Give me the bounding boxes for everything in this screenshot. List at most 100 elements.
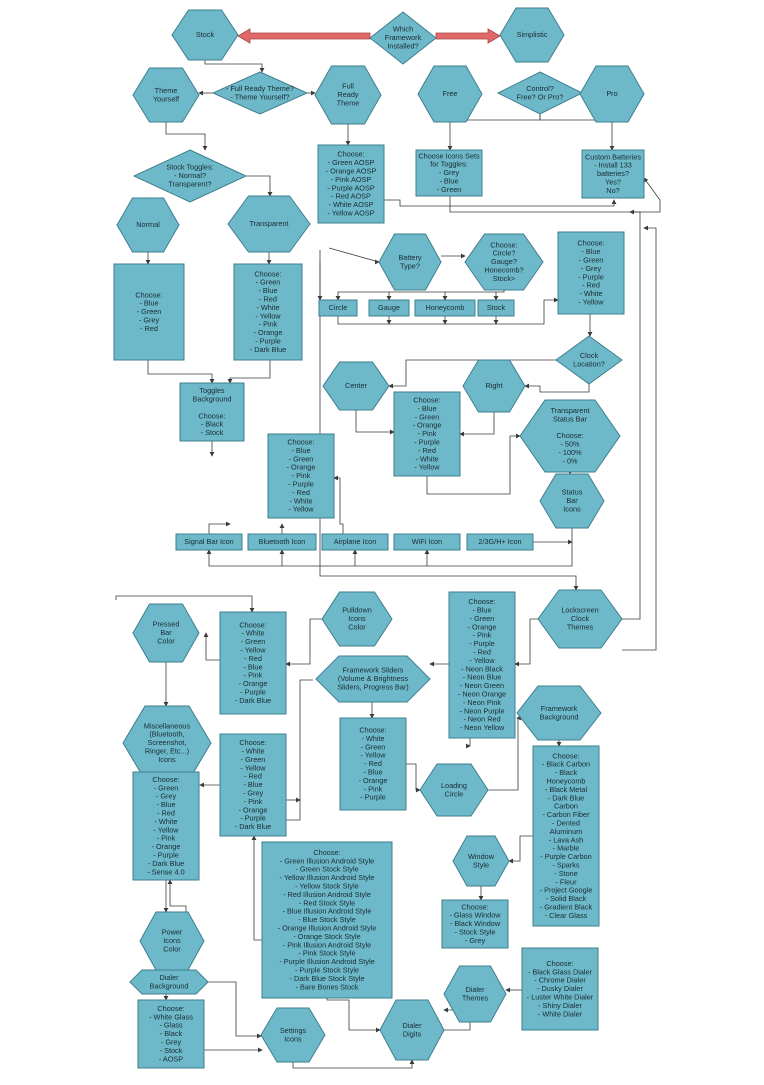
node-label-line: - Blue [439, 177, 458, 186]
node-label-line: Circle? [493, 249, 516, 258]
node-shape [557, 231, 625, 315]
node-dialer-list: Choose:- Black Glass Dialer- Chrome Dial… [521, 947, 599, 1031]
node-label-line: Gauge? [491, 257, 517, 266]
node-label-line: Yes? [605, 178, 621, 187]
framework-choice-arrow [435, 28, 501, 44]
node-label-line: - Yellow AOSP [327, 209, 374, 218]
node-label-line: - Install 133 [594, 161, 632, 170]
node-illusion-list: Choose:- Green Illusion Android Style- G… [261, 841, 393, 999]
node-label-line: - Grey [465, 936, 486, 945]
node-label-line: Signal Bar Icon [184, 537, 234, 546]
node-control-q: Control?Free? Or Pro? [496, 71, 584, 115]
node-label-line: - Red [259, 295, 277, 304]
node-shape [211, 71, 309, 115]
node-label-line: Icons [163, 936, 181, 945]
node-label-line: - White [241, 747, 264, 756]
node-label-line: - Shiny Dialer [538, 1001, 582, 1010]
node-label-line: - White [415, 454, 438, 463]
node-label-line: - Red [292, 488, 310, 497]
connector-29 [147, 360, 215, 384]
node-shape [579, 65, 645, 123]
node-label-line: Settings [280, 1026, 307, 1035]
node-label-line: - Green [241, 637, 266, 646]
node-label-line: - Orange Stock Style [293, 932, 360, 941]
node-label-line: - Theme Yourself? [230, 92, 289, 101]
node-label-line: - Dented [552, 819, 580, 828]
node-label-line: (Volume & Brightness [338, 674, 409, 683]
node-label-line: - Grey [156, 792, 177, 801]
node-label-line: - Red [140, 324, 158, 333]
node-shape [247, 533, 317, 551]
node-label-line: Honecomb? [484, 266, 523, 275]
node-label-line: Background [540, 712, 579, 721]
node-dialer-bg-list: Choose:- White Glass- Glass- Black- Grey… [137, 999, 205, 1069]
node-label-line: - Purple AOSP [327, 183, 375, 192]
connector-73 [292, 1059, 415, 1069]
node-label-line: - White AOSP [328, 200, 373, 209]
node-stock-batt: Stock [477, 299, 515, 317]
node-label-line: Installed? [387, 42, 418, 51]
node-label-line: Pressed [153, 620, 180, 629]
node-label-line: - Blue [417, 404, 436, 413]
node-label-line: Choose: [490, 240, 517, 249]
node-shape [368, 299, 410, 317]
node-label-line: - Red Stock Style [299, 898, 355, 907]
node-label-line: - Yellow [288, 505, 314, 514]
node-label-line: Custom Batteries [585, 152, 641, 161]
node-label-line: - Green [470, 614, 495, 623]
node-shape [379, 999, 445, 1061]
node-shape [322, 361, 390, 411]
node-shape [443, 965, 507, 1023]
node-label-line: - Black [555, 768, 578, 777]
node-label-line: Framework [385, 33, 422, 42]
node-airplane: Airplane Icon [321, 533, 389, 551]
node-free: Free [417, 65, 483, 123]
connector-26 [524, 383, 590, 393]
node-label-line: - Pink [364, 784, 383, 793]
connector-47 [203, 632, 220, 661]
node-label-line: Stock> [493, 274, 516, 283]
node-clock-colors: Choose:- Blue- Green- Grey- Purple- Red-… [557, 231, 625, 315]
node-label-line: - Solid Black [546, 894, 587, 903]
node-label-line: - Blue [472, 606, 491, 615]
connector-44 [319, 250, 579, 591]
node-label-line: - Purple [414, 438, 440, 447]
node-label-line: Center [345, 381, 367, 390]
node-shape [477, 299, 515, 317]
node-label-line: - Luster White Dialer [527, 993, 594, 1002]
node-label-line: - Purple [153, 851, 179, 860]
node-shape [466, 533, 534, 551]
node-shape [137, 999, 205, 1069]
node-shape [519, 399, 621, 473]
node-label-line: Yourself [153, 94, 180, 103]
node-shape [452, 835, 510, 887]
node-label-line: - Green [579, 256, 604, 265]
node-label-line: Gauge [378, 303, 400, 312]
node-honeycomb: Honeycomb [414, 299, 476, 317]
node-label-line: Stock Toggles: [166, 163, 213, 172]
connector-layer [115, 60, 661, 1069]
node-shape [339, 717, 407, 811]
node-shape [116, 197, 180, 253]
node-label-line: - Red [244, 654, 262, 663]
node-label-line: - Green [137, 307, 162, 316]
connector-13 [384, 199, 617, 207]
node-label-line: - Purple [360, 793, 386, 802]
node-label-line: - Yellow [360, 751, 386, 760]
node-label-line: Ringer, Etc...) [145, 747, 189, 756]
node-shape [261, 841, 393, 999]
node-label-line: - Purple Illusion Android Style [279, 957, 374, 966]
node-label-line: - Yellow Illusion Android Style [280, 873, 375, 882]
node-label-line: Choose: [157, 1004, 184, 1013]
node-label-line: WiFi Icon [412, 537, 442, 546]
node-label-line: Choose: [461, 902, 488, 911]
connector-56 [488, 715, 521, 791]
node-label-line: Theme [155, 86, 178, 95]
node-label-line: - Dark Blue Stock Style [289, 974, 364, 983]
connector-53 [622, 225, 657, 651]
node-label-line: - Purple [288, 480, 314, 489]
node-normal: Normal [116, 197, 180, 253]
node-label-line: - Pink Stock Style [298, 949, 355, 958]
node-label-line: Choose: [556, 431, 583, 440]
